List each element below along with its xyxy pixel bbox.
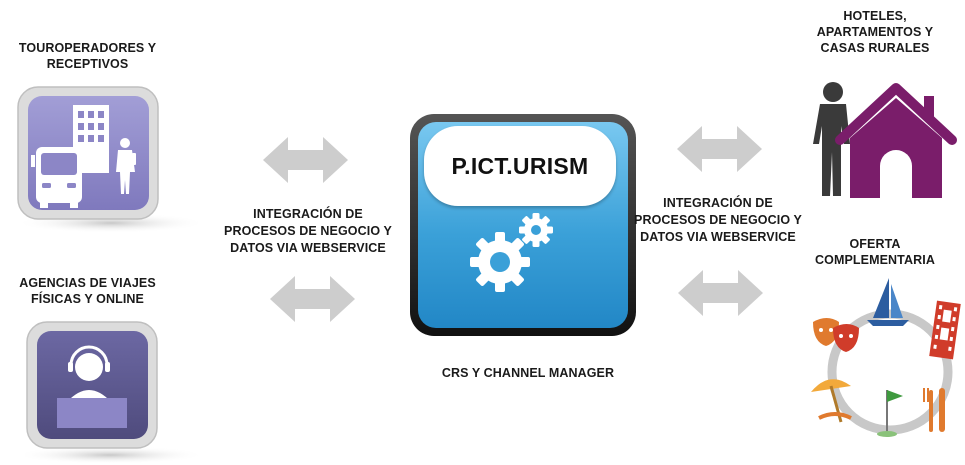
sailboat-icon [867,278,909,326]
right-top-double-arrow-icon [677,124,762,174]
left-top-double-arrow-icon [263,135,348,185]
bus-icon [31,147,87,208]
brand-box: P.ICT.URISM [424,126,616,206]
beach-umbrella-icon [811,379,852,423]
golf-flag-icon [877,390,903,437]
cutlery-icon [923,388,945,432]
hotels-illustration [810,70,960,205]
traveler-icon [116,138,136,194]
integration-right-label: INTEGRACIÓN DE PROCESOS DE NEGOCIO Y DAT… [634,196,802,244]
person-silhouette-icon [813,82,850,196]
touroperators-label: TOUROPERADORES Y RECEPTIVOS [18,41,157,71]
agent-icon [57,345,127,428]
hotels-label: HOTELES, APARTAMENTOS Y CASAS RURALES [816,9,934,55]
theatre-masks-icon [813,318,859,352]
brand-title: P.ICT.URISM [451,152,589,179]
agencies-tile [25,320,215,465]
left-bottom-double-arrow-icon [270,274,355,324]
agencies-label: AGENCIAS DE VIAJES FÍSICAS Y ONLINE [19,276,156,306]
film-strip-icon [929,300,961,360]
gears-icon [470,213,553,292]
building-icon [73,105,109,173]
integration-left-label: INTEGRACIÓN DE PROCESOS DE NEGOCIO Y DAT… [224,207,392,255]
center-caption: CRS Y CHANNEL MANAGER [441,366,615,380]
leisure-illustration [805,272,965,452]
touroperators-tile [16,85,206,235]
offer-label: OFERTA COMPLEMENTARIA [815,237,935,267]
house-icon [835,83,957,198]
right-bottom-double-arrow-icon [678,268,763,318]
